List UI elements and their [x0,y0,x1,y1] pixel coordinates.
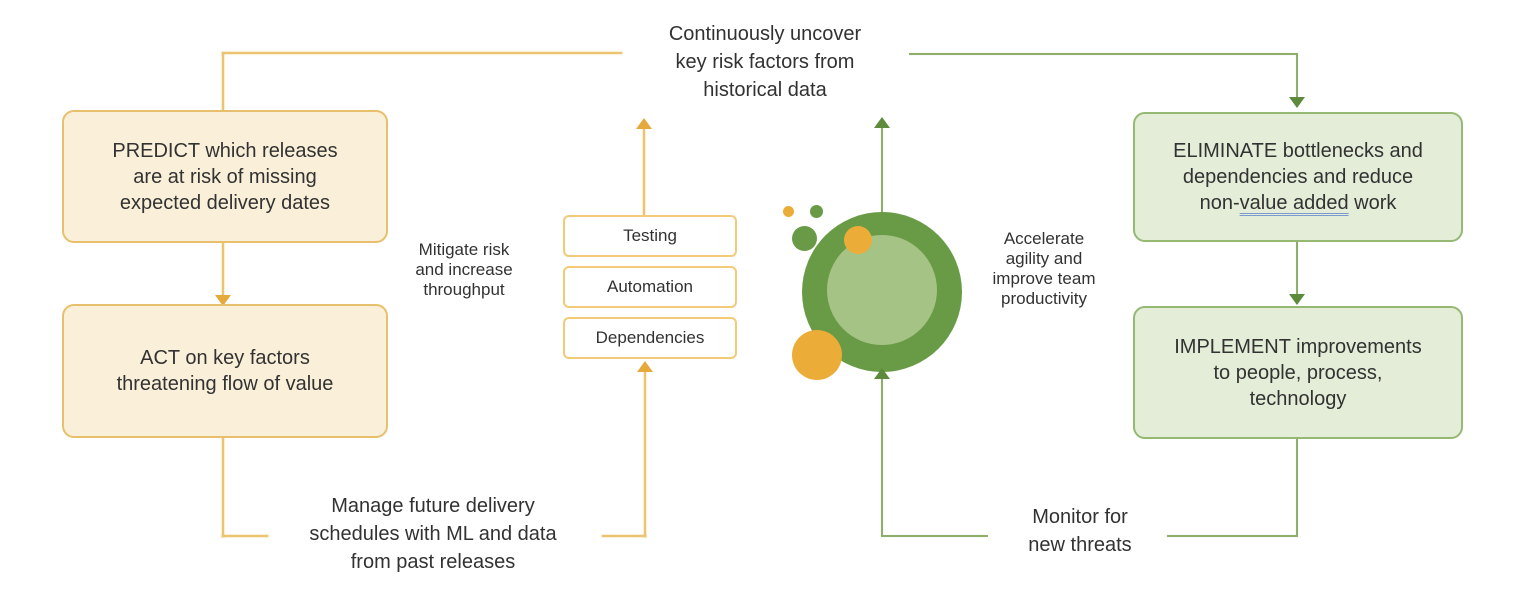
connector-green-bottom-left-horizontal [882,535,988,537]
act-box: ACT on key factors threatening flow of v… [62,304,388,438]
connector-green-down-to-eliminate [1296,53,1298,98]
connector-green-up-to-circle [881,378,883,537]
factor-box-testing: Testing [563,215,737,257]
connector-yellow-testing-up-vertical [643,129,645,215]
factor-box-automation: Automation [563,266,737,308]
predict-box: PREDICT which releases are at risk of mi… [62,110,388,243]
eliminate-box: ELIMINATE bottlenecks and dependencies a… [1133,112,1463,242]
factor-dependencies-label: Dependencies [595,328,705,347]
predict-box-label: PREDICT which releases are at risk of mi… [112,139,338,214]
grammar-underlined-text: value added [1239,192,1349,214]
connector-green-bottom-right-horizontal [1167,535,1298,537]
green-dot-tiny [810,205,823,218]
connector-yellow-bottom-left-horizontal [222,535,268,537]
inner-light-circle [827,235,937,345]
connector-yellow-top-horizontal [222,52,622,54]
connector-green-circle-up-vertical [881,128,883,214]
connector-green-top-horizontal [909,53,1298,55]
factor-box-dependencies: Dependencies [563,317,737,359]
implement-box-label: IMPLEMENT improvements to people, proces… [1174,335,1422,410]
factor-testing-label: Testing [623,226,677,245]
arrowhead-up-toward-top-note-yellow [636,118,652,129]
connector-yellow-act-bottom-vertical [222,438,224,537]
note-mitigate-risk: Mitigate risk and increase throughput [415,240,513,299]
green-dot-medium [792,226,817,251]
note-monitor-threats: Monitor for new threats [1028,506,1132,556]
arrowhead-up-into-circle [874,368,890,379]
note-continuously-uncover: Continuously uncover key risk factors fr… [668,23,862,101]
eliminate-box-label: ELIMINATE bottlenecks and dependencies a… [1173,140,1423,214]
connector-green-eliminate-to-implement [1296,242,1298,296]
note-manage-future-delivery: Manage future delivery schedules with ML… [309,495,557,573]
connector-yellow-up-to-dependencies [644,372,646,537]
note-accelerate-agility: Accelerate agility and improve team prod… [992,229,1096,308]
arrowhead-up-toward-top-note-green [874,117,890,128]
connector-green-implement-bottom-vertical [1296,439,1298,537]
arrowhead-up-into-dependencies-box [637,361,653,372]
arrowhead-down-into-act-box [215,295,231,306]
orange-dot-medium [844,226,872,254]
connector-yellow-predict-top-vertical [222,53,224,110]
factor-automation-label: Automation [607,277,693,296]
implement-box: IMPLEMENT improvements to people, proces… [1133,306,1463,439]
act-box-label: ACT on key factors threatening flow of v… [116,347,334,395]
connector-yellow-predict-to-act [222,243,224,297]
orange-dot-tiny [783,206,794,217]
orange-dot-large [792,330,842,380]
connector-yellow-bottom-right-horizontal [602,535,646,537]
arrowhead-down-into-eliminate-box [1289,97,1305,108]
arrowhead-down-into-implement-box [1289,294,1305,305]
